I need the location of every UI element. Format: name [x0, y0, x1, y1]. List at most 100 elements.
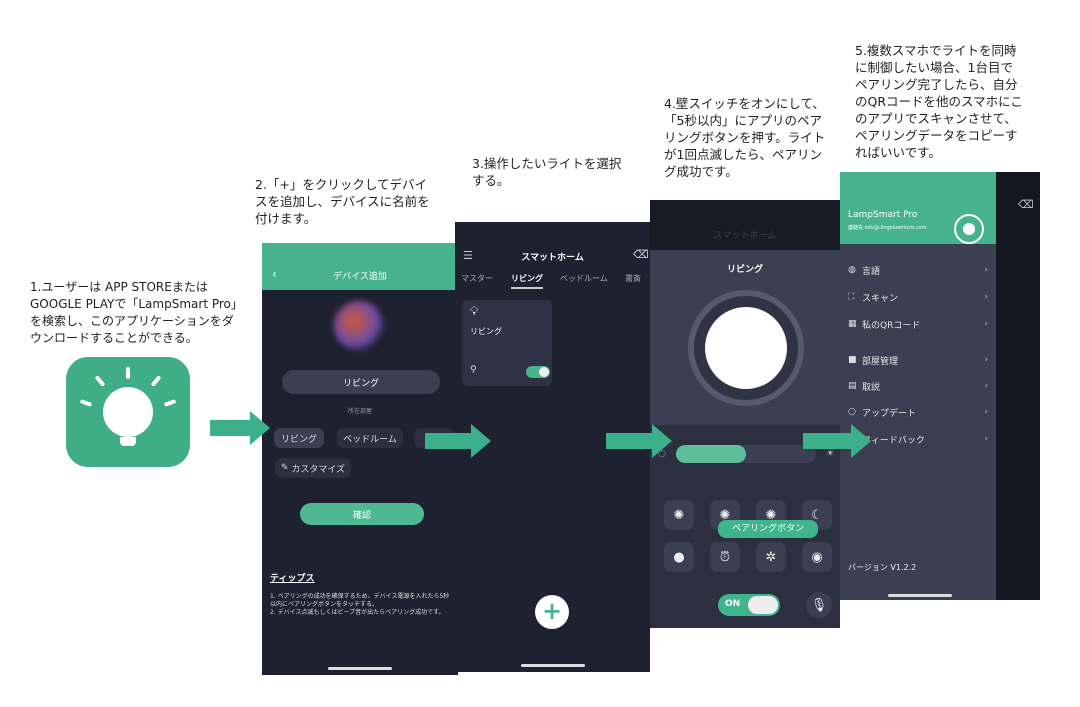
eraser-icon[interactable]: ⌫	[1018, 198, 1034, 211]
side-drawer: LampSmart Pro 連絡先 info@.lingxiuemicro.co…	[840, 172, 996, 600]
brightness-high-icon: ☀	[826, 449, 835, 459]
room-title: リビング	[726, 265, 763, 275]
tab-master[interactable]: マスター	[461, 274, 493, 283]
menu-manual[interactable]: ▤ 取説 ›	[848, 376, 988, 396]
customize-chip[interactable]: ✎ カスタマイズ	[275, 458, 351, 478]
screen-add-device: ‹ デバイス追加 リビング 所在部屋 リビング ベッドルーム ✎ カスタマイズ …	[262, 243, 458, 675]
update-icon: ○	[848, 407, 856, 417]
customize-label: カスタマイズ	[291, 464, 346, 475]
menu-rooms[interactable]: ■部屋管理›	[848, 350, 988, 370]
ray	[79, 399, 93, 407]
home-indicator	[521, 664, 585, 667]
brightness-slider[interactable]	[676, 445, 816, 463]
room-chip-bedroom[interactable]: ベッドルーム	[337, 428, 403, 448]
pairing-icon[interactable]: ◉	[802, 542, 832, 572]
screen-light-control: スマットホーム リビング ◌ ☀ ✺ ✺ ✺ ☾ ● ⏰︎ ✲ ◉ ペアリングボ…	[650, 200, 840, 628]
contact: 連絡先 info@.lingxiuemicro.com	[848, 225, 927, 231]
power-label: ON	[725, 599, 741, 609]
ray	[94, 375, 106, 387]
room-chip-living[interactable]: リビング	[274, 428, 324, 448]
ray	[150, 375, 162, 387]
bulb-icon[interactable]: ●	[664, 542, 694, 572]
header: ‹ デバイス追加	[262, 243, 458, 290]
tab-living[interactable]: リビング	[511, 273, 543, 289]
step-4-text: 4.壁スイッチをオンにして、 「5秒以内」にアプリのペア リングボタンを押す。ラ…	[664, 96, 826, 179]
add-device-button[interactable]: +	[535, 595, 569, 629]
arrow-right-icon	[606, 424, 672, 458]
eraser-icon[interactable]: ⌫	[633, 248, 649, 261]
chevron-right-icon: ›	[984, 319, 988, 329]
menu-label: アップデート	[862, 408, 917, 419]
qr-icon: ▦	[848, 319, 857, 329]
document-icon: ▤	[848, 381, 857, 391]
room-icon: ■	[848, 355, 857, 365]
color-temp-dial[interactable]	[688, 290, 804, 406]
chevron-right-icon: ›	[984, 292, 988, 302]
back-button[interactable]: ‹	[272, 267, 277, 281]
menu-label: 部屋管理	[862, 356, 899, 367]
scan-icon: ⛶	[848, 292, 855, 302]
menu-language[interactable]: ◍ 言語 ›	[848, 260, 988, 280]
globe-icon: ◍	[848, 265, 856, 275]
step-2-text: 2.「+」をクリックしてデバイ スを追加し、デバイスに名前を 付けます。	[255, 177, 430, 226]
drawer-header: LampSmart Pro 連絡先 info@.lingxiuemicro.co…	[840, 172, 996, 244]
tab-bedroom[interactable]: ベッドルーム	[560, 274, 608, 283]
ray	[126, 367, 130, 379]
header: スマットホーム	[650, 200, 840, 250]
header-title: スマットホーム	[521, 253, 584, 263]
control-panel: リビング	[650, 250, 840, 425]
menu-my-qr[interactable]: ▦ 私のQRコード ›	[848, 314, 988, 334]
tips-title: ティップス	[270, 574, 315, 584]
microphone-icon[interactable]: 🎙︎	[806, 592, 832, 618]
dial-knob[interactable]	[705, 307, 787, 389]
device-card[interactable]: 💡︎ リビング ⚲	[462, 300, 552, 386]
menu-update[interactable]: ○ アップデート ›	[848, 402, 988, 422]
device-image	[334, 301, 384, 351]
location-icon: ⚲	[470, 365, 477, 375]
menu-label: スキャン	[862, 293, 899, 304]
lightbulb-icon	[103, 387, 153, 437]
version: バージョン V1.2.2	[848, 563, 917, 572]
arrow-right-icon	[803, 424, 871, 458]
ray	[163, 399, 177, 407]
bulb-base	[120, 437, 136, 446]
home-indicator	[328, 667, 392, 670]
header-title: スマットホーム	[713, 231, 777, 241]
menu-icon[interactable]: ☰	[463, 249, 473, 262]
chevron-right-icon: ›	[984, 381, 988, 391]
app-logo	[954, 214, 984, 244]
arrow-right-icon	[210, 411, 270, 445]
chevron-right-icon: ›	[984, 434, 988, 444]
device-toggle[interactable]	[526, 366, 550, 378]
step-3-text: 3.操作したいライトを選択 する。	[472, 156, 622, 188]
tab-study[interactable]: 書斎	[625, 274, 641, 283]
menu-scan[interactable]: ⛶ スキャン ›	[848, 287, 988, 307]
app-icon	[66, 357, 190, 467]
arrow-right-icon	[425, 424, 491, 458]
home-indicator	[888, 594, 952, 597]
app-name: LampSmart Pro	[848, 210, 918, 220]
menu-label: 私のQRコード	[862, 320, 921, 331]
tips-text: 1. ペアリングの成功を確保するため、デバイス電源を入れたら5秒以内にペアリング…	[270, 593, 450, 616]
lightbulb-icon[interactable]: ✺	[664, 500, 694, 530]
power-toggle[interactable]: ON	[718, 594, 780, 616]
menu-label: 取説	[862, 382, 881, 393]
screen-drawer: ⌫ LampSmart Pro 連絡先 info@.lingxiuemicro.…	[840, 172, 1040, 600]
menu-label: フィードバック	[862, 435, 925, 446]
header-title: デバイス追加	[333, 272, 387, 282]
name-input[interactable]: リビング	[282, 370, 440, 394]
card-label: リビング	[470, 327, 502, 336]
menu-feedback[interactable]: フィードバック ›	[848, 429, 988, 449]
brightness-fill	[676, 445, 746, 463]
step-5-text: 5.複数スマホでライトを同時 に制御したい場合、1台目で ペアリング完了したら、…	[855, 43, 1023, 160]
confirm-button[interactable]: 確認	[300, 503, 424, 525]
lightbulb-icon: 💡︎	[470, 304, 479, 318]
chevron-right-icon: ›	[984, 265, 988, 275]
pairing-tooltip: ペアリングボタン	[718, 520, 818, 538]
room-label: 所在部屋	[347, 408, 372, 415]
menu-label: 言語	[862, 266, 881, 277]
step-1-text: 1.ユーザーは APP STOREまたは GOOGLE PLAYで「LampSm…	[30, 280, 243, 345]
chevron-right-icon: ›	[984, 407, 988, 417]
timer-icon[interactable]: ⏰︎	[710, 542, 740, 572]
scene-icon[interactable]: ✲	[756, 542, 786, 572]
